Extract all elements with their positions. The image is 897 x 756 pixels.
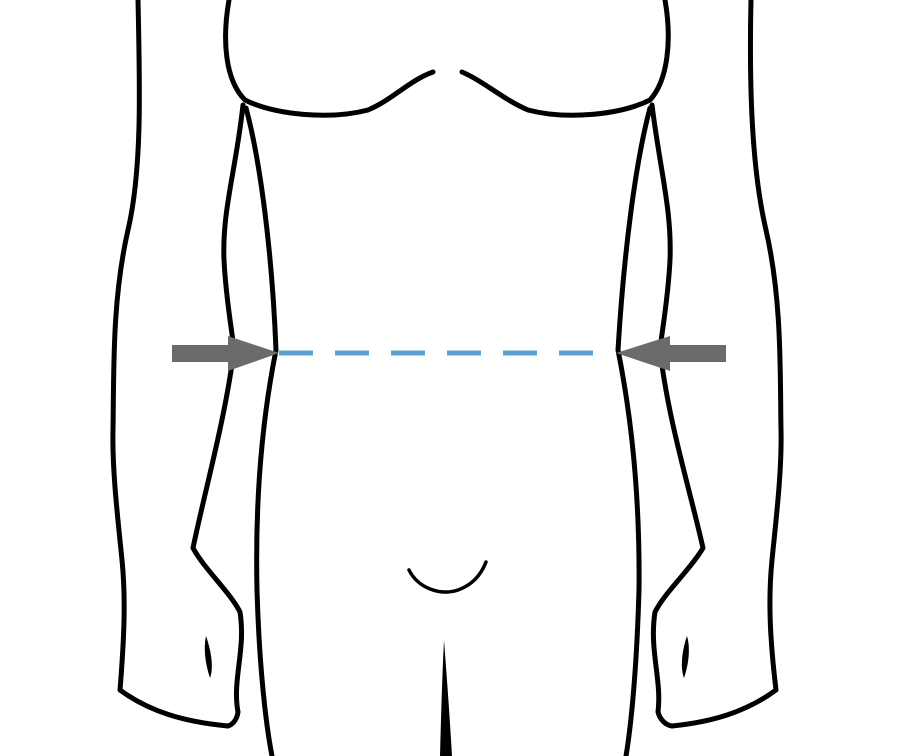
arrow-left-icon — [616, 336, 726, 371]
crotch-line — [440, 640, 452, 756]
left-torso-outline — [243, 105, 279, 756]
right-torso-outline — [615, 105, 653, 756]
left-arm-inner-outline — [190, 102, 246, 729]
left-chest-outline — [223, 0, 436, 118]
navel — [407, 560, 488, 594]
left-arm-outer-outline — [110, 0, 231, 729]
left-hand-crease — [204, 636, 212, 678]
right-chest-outline — [459, 0, 671, 118]
right-arm-outer-outline — [669, 0, 784, 729]
body-outline — [110, 0, 784, 756]
right-hand-crease — [681, 636, 689, 678]
arrow-right-icon — [172, 336, 279, 371]
right-arm-inner-outline — [649, 102, 706, 729]
